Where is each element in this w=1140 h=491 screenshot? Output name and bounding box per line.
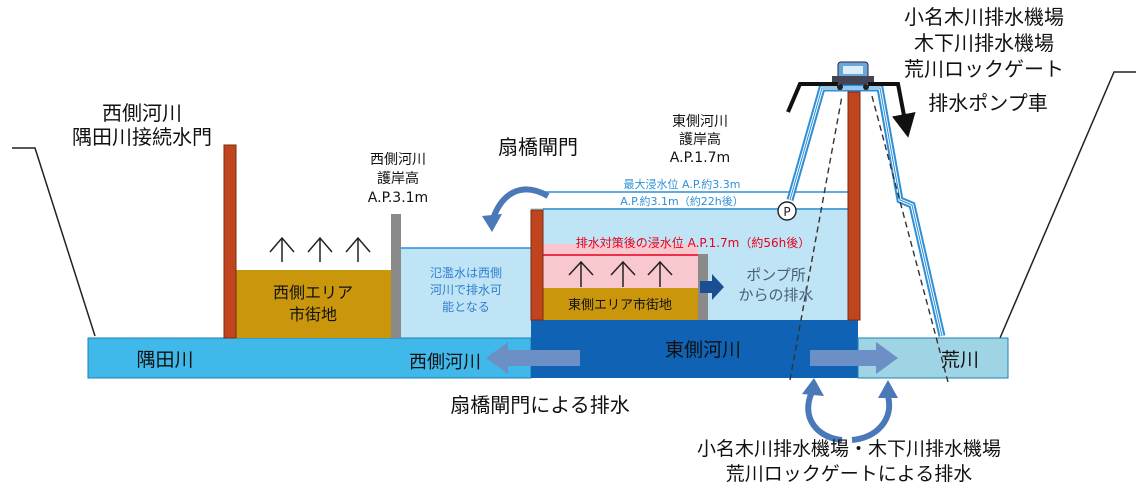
pump-label-3: 荒川ロックゲート xyxy=(904,57,1064,81)
ogibashi-curved-arrow xyxy=(489,186,550,223)
bottom-cycle-arrow-right xyxy=(851,395,893,443)
truck-bracket-left xyxy=(786,82,838,113)
east-embankment-label-1: 東側河川 xyxy=(672,114,728,130)
east-town-label: 東側エリア市街地 xyxy=(568,297,672,313)
east-town-evap-arrows xyxy=(568,260,673,287)
east-town-block xyxy=(543,288,698,320)
sumida-river-label: 隅田川 xyxy=(136,349,193,371)
west-embankment-label-1: 西側河川 xyxy=(370,152,426,168)
east-drain-arrow xyxy=(700,274,724,300)
pump-station-drain-2: からの排水 xyxy=(738,286,813,304)
west-embankment-label-3: A.P.3.1m xyxy=(368,190,428,206)
arakawa-label: 荒川 xyxy=(941,349,979,371)
after-measures-pink-zone xyxy=(543,244,698,288)
right-bank-outline xyxy=(999,71,1136,339)
west-river-label: 西側河川 xyxy=(409,352,481,373)
west-flood-water xyxy=(401,248,531,338)
pump-station-drain-1: ポンプ所 xyxy=(746,266,806,284)
west-drain-note-3: 能となる xyxy=(442,300,490,314)
after-measures-label: 排水対策後の浸水位 A.P.1.7m（約56h後） xyxy=(576,235,810,250)
pump-hose-route xyxy=(786,84,946,337)
west-town-evap-arrows xyxy=(269,236,371,262)
west-embankment-wall xyxy=(391,214,401,338)
truck-bracket-right xyxy=(868,82,916,138)
bottom-caption-1: 小名木川排水機場・木下川排水機場 xyxy=(697,438,1001,460)
west-embankment-label-2: 護岸高 xyxy=(377,170,419,187)
pump-truck-icon xyxy=(832,61,874,90)
left-bank-outline xyxy=(12,147,96,337)
sumida-river-channel xyxy=(87,337,532,379)
west-flow-arrow xyxy=(486,342,580,374)
ogibashi-gate-post xyxy=(530,209,544,321)
pump-symbol-label: P xyxy=(783,205,790,219)
pump-symbol-icon xyxy=(777,201,797,221)
east-river-label: 東側河川 xyxy=(665,339,741,361)
bottom-cycle-arrowhead-left xyxy=(802,378,824,396)
ogibashi-curved-arrowhead xyxy=(482,214,502,232)
max-flood-level-label: 最大浸水位 A.P.約3.3m xyxy=(624,177,741,191)
pump-label-4: 排水ポンプ車 xyxy=(928,91,1047,115)
bottom-cycle-arrow-left xyxy=(805,390,843,443)
flood-22h-label: A.P.約3.1m（約22h後） xyxy=(620,194,743,208)
ogibashi-gate-label: 扇橋閘門 xyxy=(498,135,578,159)
east-embankment-label-2: 護岸高 xyxy=(679,131,721,148)
west-drain-note-1: 氾濫水は西側 xyxy=(430,266,502,280)
pump-label-1: 小名木川排水機場 xyxy=(904,5,1064,29)
west-town-label-1: 西側エリア xyxy=(273,283,353,302)
west-river-gate-label-1: 西側河川 xyxy=(102,101,182,125)
west-river-gate-post xyxy=(223,144,237,339)
west-river-gate-label-2: 隅田川接続水門 xyxy=(72,125,212,149)
east-embankment-label-3: A.P.1.7m xyxy=(670,150,730,166)
east-river-channel xyxy=(531,320,858,378)
bottom-cycle-arrowhead-right xyxy=(878,380,898,398)
ogibashi-drain-label: 扇橋閘門による排水 xyxy=(450,393,629,417)
pump-dashed-line-left xyxy=(789,95,843,381)
bottom-caption-2: 荒川ロックゲートによる排水 xyxy=(726,463,972,485)
west-town-block xyxy=(236,270,391,338)
west-drain-note-2: 河川で排水可 xyxy=(430,283,502,297)
pump-label-2: 木下川排水機場 xyxy=(914,31,1054,55)
pump-station-post xyxy=(847,91,861,321)
west-town-label-2: 市街地 xyxy=(289,305,337,324)
east-to-arakawa-arrow xyxy=(810,342,898,374)
